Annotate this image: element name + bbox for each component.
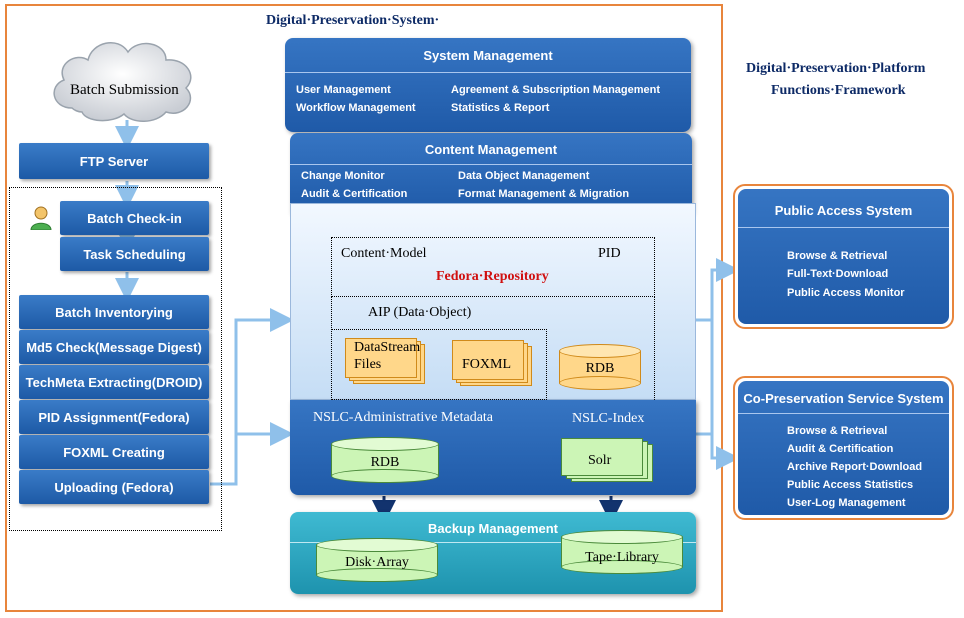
- aip-label: AIP (Data·Object): [368, 305, 472, 320]
- user-management-item: User Management: [296, 84, 391, 96]
- solr-label: Solr: [588, 453, 612, 468]
- content-management-title: Content Management: [424, 142, 558, 157]
- agreement-subscription-item: Agreement & Subscription Management: [451, 84, 661, 96]
- datastream-label-line1: DataStream: [354, 340, 421, 355]
- main-title: Digital·Preservation·System·: [266, 13, 440, 28]
- co-preservation-system-box: Co-Preservation Service System Browse & …: [733, 376, 954, 520]
- public-browse-retrieval-item: Browse & Retrieval: [787, 250, 888, 262]
- framework-title-line1: Digital·Preservation·Platform: [746, 61, 926, 76]
- cloud-icon: [53, 42, 192, 122]
- disk-array-label: Disk·Array: [345, 555, 409, 570]
- change-monitor-item: Change Monitor: [301, 170, 385, 182]
- archive-report-download-item: Archive Report·Download: [787, 461, 923, 473]
- fedora-rdb-label: RDB: [585, 361, 615, 376]
- tape-library-cylinder: Tape·Library: [561, 530, 683, 574]
- foxml-icon: [452, 340, 536, 388]
- user-icon: [30, 206, 52, 230]
- content-management-panel: Content Management Change Monitor Data O…: [290, 133, 692, 213]
- md5-check-box: Md5 Check(Message Digest): [19, 330, 209, 364]
- ftp-server-box: FTP Server: [19, 143, 209, 179]
- audit-certification-item: Audit & Certification: [301, 188, 408, 200]
- pid-assignment-box: PID Assignment(Fedora): [19, 400, 209, 434]
- content-model-label: Content·Model: [341, 246, 427, 261]
- backup-management-title: Backup Management: [427, 521, 559, 536]
- uploading-fedora-box: Uploading (Fedora): [19, 470, 209, 504]
- digital-preservation-system-frame: [5, 4, 723, 612]
- public-access-system-box: Public Access System Browse & Retrieval …: [733, 184, 954, 329]
- aip-inner-box: [331, 329, 547, 400]
- nslc-admin-metadata-label: NSLC-Administrative Metadata: [313, 410, 494, 425]
- fedora-repository-label: Fedora·Repository: [436, 269, 549, 284]
- co-browse-retrieval-item: Browse & Retrieval: [787, 425, 888, 437]
- fulltext-download-item: Full-Text·Download: [787, 268, 889, 280]
- public-access-statistics-item: Public Access Statistics: [787, 479, 914, 491]
- processing-group: [9, 187, 222, 531]
- nslc-rdb-label: RDB: [370, 455, 400, 470]
- framework-title-line2: Functions·Framework: [771, 83, 906, 98]
- system-management-panel: System Management User Management Agreem…: [285, 38, 691, 132]
- public-access-monitor-item: Public Access Monitor: [787, 287, 905, 299]
- batch-inventorying-box: Batch Inventorying: [19, 295, 209, 329]
- datastream-label-line2: Files: [354, 357, 382, 372]
- nslc-rdb-cylinder: RDB: [331, 437, 439, 483]
- disk-array-cylinder: Disk·Array: [316, 538, 438, 582]
- task-scheduling-box: Task Scheduling: [60, 237, 209, 271]
- nslc-index-label: NSLC-Index: [572, 411, 645, 426]
- batch-submission-label: Batch Submission: [70, 82, 179, 98]
- system-management-title: System Management: [423, 48, 553, 63]
- statistics-report-item: Statistics & Report: [451, 102, 550, 114]
- batch-check-in-box: Batch Check-in: [60, 201, 209, 235]
- co-audit-certification-item: Audit & Certification: [787, 443, 894, 455]
- fedora-rdb-cylinder: RDB: [559, 344, 641, 390]
- datastream-files-icon: [345, 338, 427, 386]
- public-access-title: Public Access System: [774, 203, 913, 218]
- workflow-management-item: Workflow Management: [296, 102, 416, 114]
- data-object-management-item: Data Object Management: [458, 170, 590, 182]
- co-preservation-title: Co-Preservation Service System: [743, 391, 944, 406]
- techmeta-extracting-box: TechMeta Extracting(DROID): [19, 365, 209, 399]
- pid-label: PID: [598, 246, 621, 261]
- tape-library-label: Tape·Library: [585, 550, 659, 565]
- solr-index-icon: [561, 438, 657, 484]
- foxml-creating-box: FOXML Creating: [19, 435, 209, 469]
- user-log-management-item: User-Log Management: [787, 497, 906, 509]
- format-management-item: Format Management & Migration: [458, 188, 630, 200]
- foxml-label: FOXML: [462, 357, 512, 372]
